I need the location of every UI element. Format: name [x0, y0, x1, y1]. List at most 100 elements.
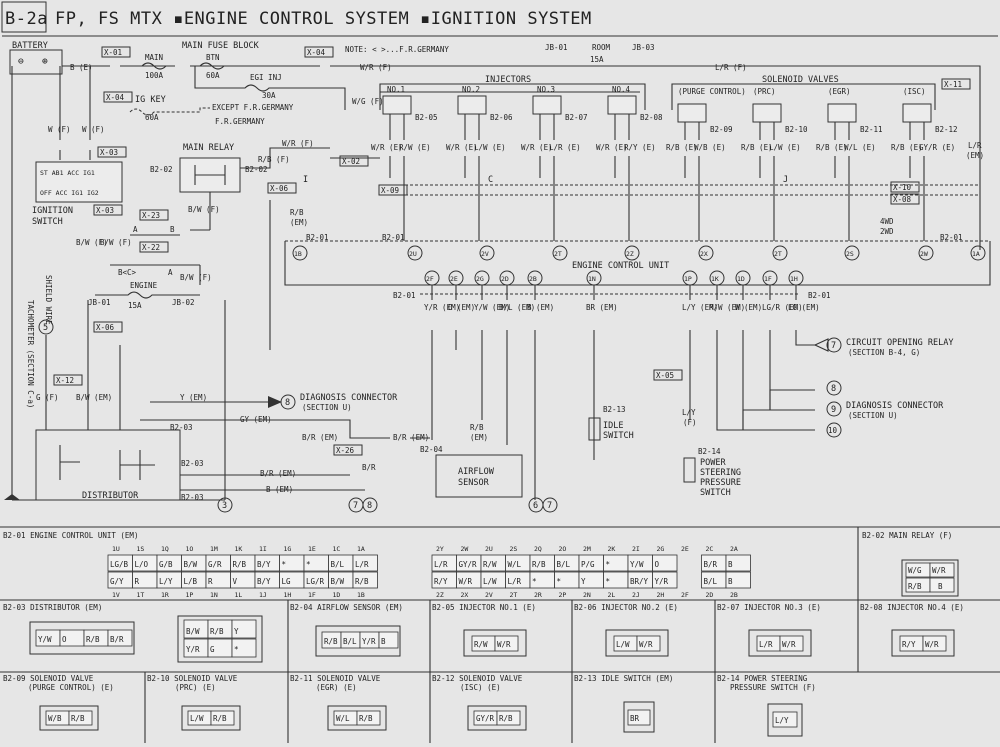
xbar-b: B	[170, 225, 175, 234]
injector-body	[532, 95, 562, 115]
ecu-bottom-wire-color: R/W (EM)	[709, 303, 745, 312]
ecu-bottom-wire-color: L/Y (EM)	[682, 303, 718, 312]
rb-em-top-left2: (EM)	[290, 218, 308, 227]
solenoid-connector-outline	[39, 705, 99, 731]
ecu-bottom-terminal-label: 1K	[711, 275, 719, 283]
diag-ref-9	[826, 401, 842, 417]
lr-em-right2: (EM)	[966, 151, 984, 160]
injector-leads	[614, 114, 630, 140]
ecu-right-bot-pin: 2B	[730, 591, 738, 599]
b-w-f-left2: B/W (F)	[100, 238, 132, 247]
p14-title-1: B2-14 POWER STEERING	[717, 674, 808, 683]
injector-wire-b: L/R (E)	[549, 143, 581, 152]
airflow-conn-cell-text: B	[381, 637, 386, 646]
battery-minus: ⊖	[18, 56, 24, 67]
ecu-top-terminal-label: 1B	[294, 250, 302, 258]
diag-left-arrow	[268, 396, 282, 408]
x02-code: X-02	[342, 157, 360, 166]
injector-body	[607, 95, 637, 115]
solenoid-conn: B2-12	[935, 125, 958, 134]
ecu-right-r1-cell-text: O	[655, 560, 660, 569]
idle-switch-label: SWITCH	[603, 431, 634, 441]
label-4wd: 4WD	[880, 217, 894, 226]
ecu-left-r1-cell-text: R/B	[233, 560, 247, 569]
solenoid-wire-b: W/B (E)	[694, 143, 726, 152]
solenoid-conn-p12-cell	[496, 710, 521, 726]
ecu-left-r2-cell-text: B/W	[331, 577, 345, 586]
circuit-opening-ref-7	[826, 337, 842, 353]
injector-conn-p06-cell-text: W/R	[639, 640, 653, 649]
solenoid-wire-a: R/B (E)	[666, 143, 698, 152]
ignition-switch-label-1: IGNITION	[32, 206, 73, 216]
engine-fuse-amp: 15A	[128, 301, 142, 310]
b201-top-right: B2-01	[940, 233, 963, 242]
ps-conn-cell-text: L/Y	[775, 716, 789, 725]
ecu-top-terminal	[772, 245, 788, 261]
solenoid-wire-a: R/B (E)	[741, 143, 773, 152]
injector-conn-p07-cell	[779, 635, 804, 652]
ecu-right-bot-pin: 2D	[706, 591, 714, 599]
ecu-left-r1-cell	[352, 554, 378, 572]
ig-key-wire	[129, 107, 210, 116]
x23-box	[139, 209, 169, 221]
solenoid-name: (PRC)	[753, 87, 776, 96]
ecu-bottom-wire-color: O (EM)	[448, 303, 475, 312]
solenoid-leads	[759, 122, 775, 140]
ecu-left-r1-cell-text: G/B	[159, 560, 173, 569]
ecu-top-terminal-label: 2U	[409, 250, 417, 258]
p05-title: B2-05 INJECTOR NO.1 (E)	[432, 603, 536, 612]
x10-box	[890, 181, 920, 193]
diagnosis-connector-right-label: DIAGNOSIS CONNECTOR	[846, 401, 944, 411]
ecu-top-terminal-label: 2S	[846, 250, 854, 258]
gy-wire	[140, 419, 430, 439]
ecu-bottom-terminal-label: 1P	[684, 275, 692, 283]
ps-power: POWER	[700, 458, 726, 468]
x04-code-top: X-04	[307, 48, 326, 57]
battery-main-wire	[62, 65, 981, 250]
dist-conn-b-r2-text: Y/R	[186, 645, 200, 654]
p01-title: B2-01 ENGINE CONTROL UNIT (EM)	[3, 531, 138, 540]
ecu-top-terminal-label: 1A	[972, 250, 980, 258]
shield-wire-label: SHIELD WIRE	[44, 275, 53, 325]
p06-title: B2-06 INJECTOR NO.2 (E)	[574, 603, 678, 612]
p10-title-1: B2-10 SOLENOID VALVE	[147, 674, 238, 683]
ecu-left-top-pin: 1O	[186, 545, 194, 553]
ecu-right-r1-cell-text: W/L	[508, 560, 522, 569]
dist-connector-b-outline	[177, 615, 263, 663]
ground-ref-6-num: 6	[533, 501, 538, 511]
wire-tag-c: C	[488, 175, 493, 185]
dist-conn-cell-text: B/R	[110, 635, 124, 644]
p09-title-2: (PURGE CONTROL) (E)	[28, 683, 114, 692]
ly-f: L/Y	[682, 408, 696, 417]
solenoid-valves-label: SOLENOID VALVES	[762, 75, 839, 85]
ecu-left-top-pin: 1C	[333, 545, 341, 553]
solenoid-connector-outline	[181, 705, 241, 731]
tach-ref-5	[38, 319, 54, 335]
diag-y-em: Y (EM)	[180, 393, 207, 402]
ecu-right-top-pin: 2Y	[436, 545, 444, 553]
ecu-right-r2-cell-text: L/R	[508, 577, 522, 586]
p12-title-2: (ISC) (E)	[460, 683, 501, 692]
except-frg-label: EXCEPT F.R.GERMANY	[212, 103, 294, 112]
ecu-right-bot-pin: 2Z	[436, 591, 444, 599]
ig-key-label: IG KEY	[135, 95, 166, 105]
ecu-top-terminal	[479, 245, 495, 261]
injector-connector-outline	[463, 629, 527, 657]
b-w-f-right: B/W (F)	[180, 273, 212, 282]
b-w-em: B/W (EM)	[76, 393, 112, 402]
egi-inj-label: EGI INJ	[250, 73, 282, 82]
battery-label: BATTERY	[12, 41, 48, 51]
ecu-left-r2-cell-text: R/B	[355, 577, 369, 586]
airflow-connector-outline	[315, 625, 401, 657]
ecu-top-terminal-label: 2T	[774, 250, 782, 258]
ps-connector-outline	[767, 703, 803, 737]
ecu-right-r2-cell-text: W/R	[459, 577, 473, 586]
ecu-right-r1-cell-text: L/R	[434, 560, 448, 569]
x12-box	[53, 374, 83, 386]
ground-ref-8	[362, 497, 378, 513]
diag-left-ref-8-num: 8	[285, 398, 290, 408]
rb-em-airflow2: (EM)	[470, 433, 488, 442]
distributor-label: DISTRIBUTOR	[82, 491, 139, 501]
btn-fuse-symbol	[199, 62, 225, 70]
